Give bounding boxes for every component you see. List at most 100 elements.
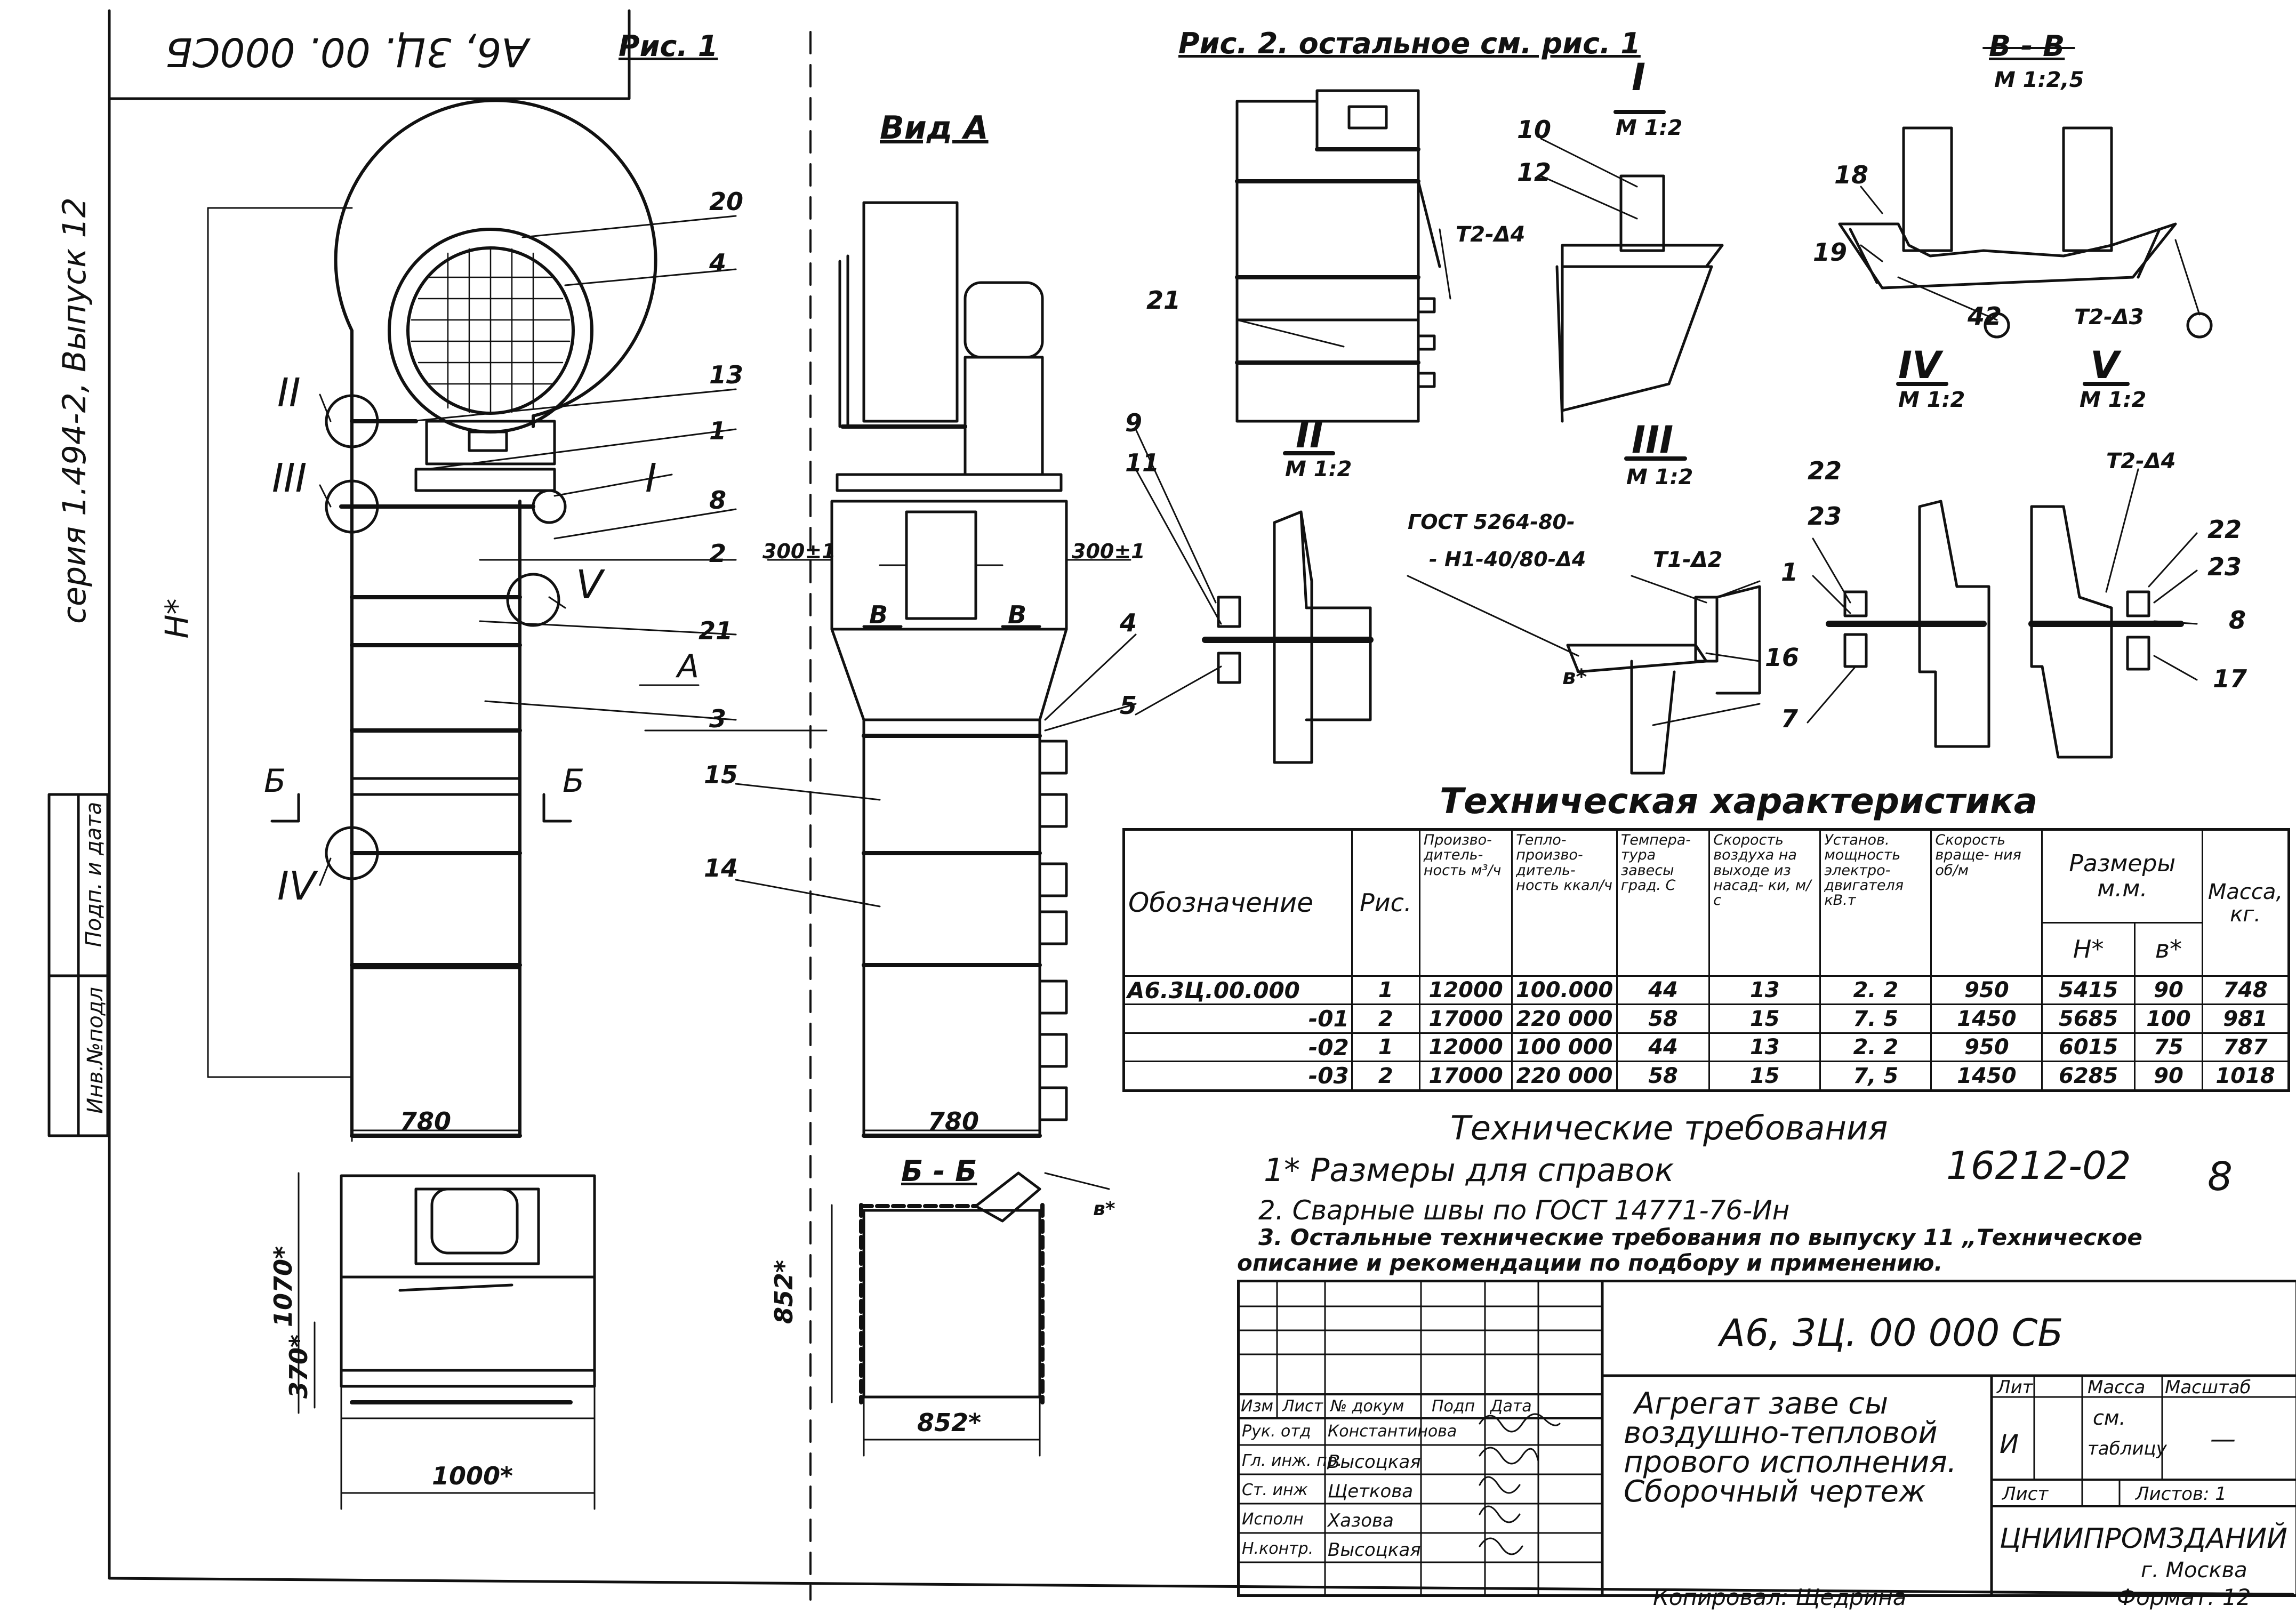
cell-speed: 13	[1708, 1032, 1821, 1063]
arrow-a-label: А	[677, 648, 700, 685]
weld-t1-d2: Т1-Δ2	[1653, 548, 1723, 572]
tb-head-list: Лист	[1282, 1397, 1323, 1416]
cell-temp: 58	[1616, 1061, 1711, 1091]
section-vv	[1838, 47, 2213, 339]
callout-42: 42	[1968, 302, 2002, 331]
cell-fig: 2	[1351, 1061, 1420, 1091]
node-III-scale: М 1:2	[1626, 465, 1693, 489]
node-II	[1135, 428, 1374, 764]
fig2-partial-view	[1235, 89, 1451, 423]
node-I	[1555, 110, 1724, 423]
tb-lit-value: И	[2000, 1430, 2019, 1459]
tb-head-podp: Подп	[1432, 1397, 1475, 1416]
tb-code: А6, 3Ц. 00 000 СБ	[1720, 1311, 2064, 1355]
sec-v-left: В	[869, 600, 888, 629]
node-I-label: I	[1632, 55, 1646, 99]
tb-list-label: Лист	[2002, 1483, 2049, 1505]
callout-4: 4	[709, 248, 727, 277]
table-row: -02 1 12000 100 000 44 13 2. 2 950 6015 …	[1123, 1032, 2290, 1063]
tb-name-3: прового исполнения.	[1624, 1445, 1957, 1480]
cell-power: 7. 5	[1819, 1003, 1932, 1034]
gost-weld-1: ГОСТ 5264-80-	[1408, 510, 1575, 534]
dim-300-right: 300±1	[1072, 540, 1145, 563]
node-IV	[1807, 382, 1990, 748]
cell-fig: 1	[1351, 1032, 1420, 1063]
th-fig: Рис.	[1351, 829, 1420, 977]
weld-t2-d4-b: Т2-Δ4	[2106, 449, 2176, 473]
callout-22a: 22	[1808, 456, 1842, 485]
page-number: 8	[2207, 1154, 2233, 1200]
fig1-plan-view	[298, 1172, 596, 1510]
callout-11: 11	[1125, 448, 1160, 477]
dim-b-node: в*	[1562, 665, 1587, 689]
cell-capacity: 12000	[1418, 1032, 1513, 1063]
roman-V-label: V	[576, 562, 603, 608]
tb-head-izm: Изм	[1241, 1397, 1274, 1416]
stamp-box	[108, 9, 631, 100]
roman-IV-label: IV	[277, 863, 316, 909]
cell-h: 6015	[2041, 1032, 2136, 1063]
tb-name-4: Сборочный чертеж	[1624, 1474, 1926, 1509]
th-mass: Масса, кг.	[2202, 829, 2290, 977]
node-I-scale: М 1:2	[1616, 116, 1683, 140]
roman-III-label: III	[272, 455, 307, 501]
callout-16: 16	[1765, 643, 1800, 672]
node-III-label: III	[1632, 418, 1674, 462]
title-block-grid	[1240, 1282, 2295, 1594]
cell-designation: -02	[1123, 1032, 1353, 1063]
tb-name-2: воздушно-тепловой	[1624, 1416, 1938, 1450]
requirement-3a: 3. Остальные технические требования по в…	[1258, 1224, 2142, 1250]
tb-name-role-4: Высоцкая	[1328, 1539, 1421, 1561]
dim-b-bb: в*	[1093, 1198, 1115, 1220]
node-II-label: II	[1296, 413, 1324, 456]
cell-heat: 220 000	[1511, 1003, 1618, 1034]
cell-fig: 1	[1351, 975, 1420, 1006]
dim-852-h: 852*	[917, 1408, 982, 1437]
tb-name-1: Агрегат заве сы	[1634, 1386, 1889, 1421]
dim-h: Н*	[158, 598, 196, 639]
node-V-scale: М 1:2	[2080, 388, 2147, 412]
callout-8a: 8	[709, 486, 727, 515]
cell-power: 7, 5	[1819, 1061, 1932, 1091]
cell-b: 90	[2133, 1061, 2204, 1091]
callout-4b: 4	[1120, 608, 1137, 637]
tb-head-date: Дата	[1490, 1397, 1532, 1416]
cell-rotation: 950	[1930, 1032, 2043, 1063]
callout-15: 15	[704, 760, 738, 789]
dim-1070: 1070*	[269, 1246, 298, 1328]
tb-role-4: Н.контр.	[1242, 1539, 1314, 1558]
cell-temp: 44	[1616, 1032, 1711, 1063]
dim-1000: 1000*	[432, 1462, 513, 1490]
gost-weld-2: - Н1-40/80-Δ4	[1429, 548, 1586, 571]
callout-7: 7	[1781, 704, 1799, 733]
callout-8b: 8	[2229, 606, 2246, 635]
drawing-stamp-code: А6, 3Ц. 00. 000СБ	[165, 29, 529, 75]
tb-lit-label: Лит	[1997, 1377, 2033, 1398]
fig2-title: Рис. 2. остальное см. рис. 1	[1178, 27, 1641, 60]
node-IV-label: IV	[1898, 343, 1941, 387]
fig1-front-view	[207, 99, 828, 1142]
cell-temp: 58	[1616, 1003, 1711, 1034]
node-III	[1407, 456, 1761, 775]
section-vv-title: В - В	[1989, 29, 2065, 63]
requirements-title: Технические требования	[1450, 1109, 1888, 1147]
cell-b: 90	[2133, 975, 2204, 1006]
tb-name-role-2: Щеткова	[1328, 1481, 1414, 1502]
tb-massa-label: Масса	[2088, 1377, 2146, 1398]
cell-capacity: 17000	[1418, 1003, 1513, 1034]
node-II-scale: М 1:2	[1285, 457, 1352, 481]
cell-mass: 787	[2202, 1032, 2290, 1063]
dim-780-side: 780	[928, 1107, 980, 1136]
th-rotation: Скорость враще- ния об/м	[1930, 829, 2043, 977]
cell-h: 6285	[2041, 1061, 2136, 1091]
cell-mass: 748	[2202, 975, 2290, 1006]
th-heat: Тепло- произво- дитель- ность ккал/ч	[1511, 829, 1618, 977]
callout-9: 9	[1125, 408, 1143, 437]
callout-14: 14	[704, 854, 738, 882]
callout-13: 13	[709, 360, 744, 389]
cell-h: 5685	[2041, 1003, 2136, 1034]
cell-capacity: 17000	[1418, 1061, 1513, 1091]
tb-role-1: Гл. инж. пр.	[1242, 1451, 1343, 1470]
tb-masshtab-value: —	[2210, 1424, 2236, 1454]
requirement-2: 2. Сварные швы по ГОСТ 14771-76-Ин	[1258, 1195, 1790, 1226]
